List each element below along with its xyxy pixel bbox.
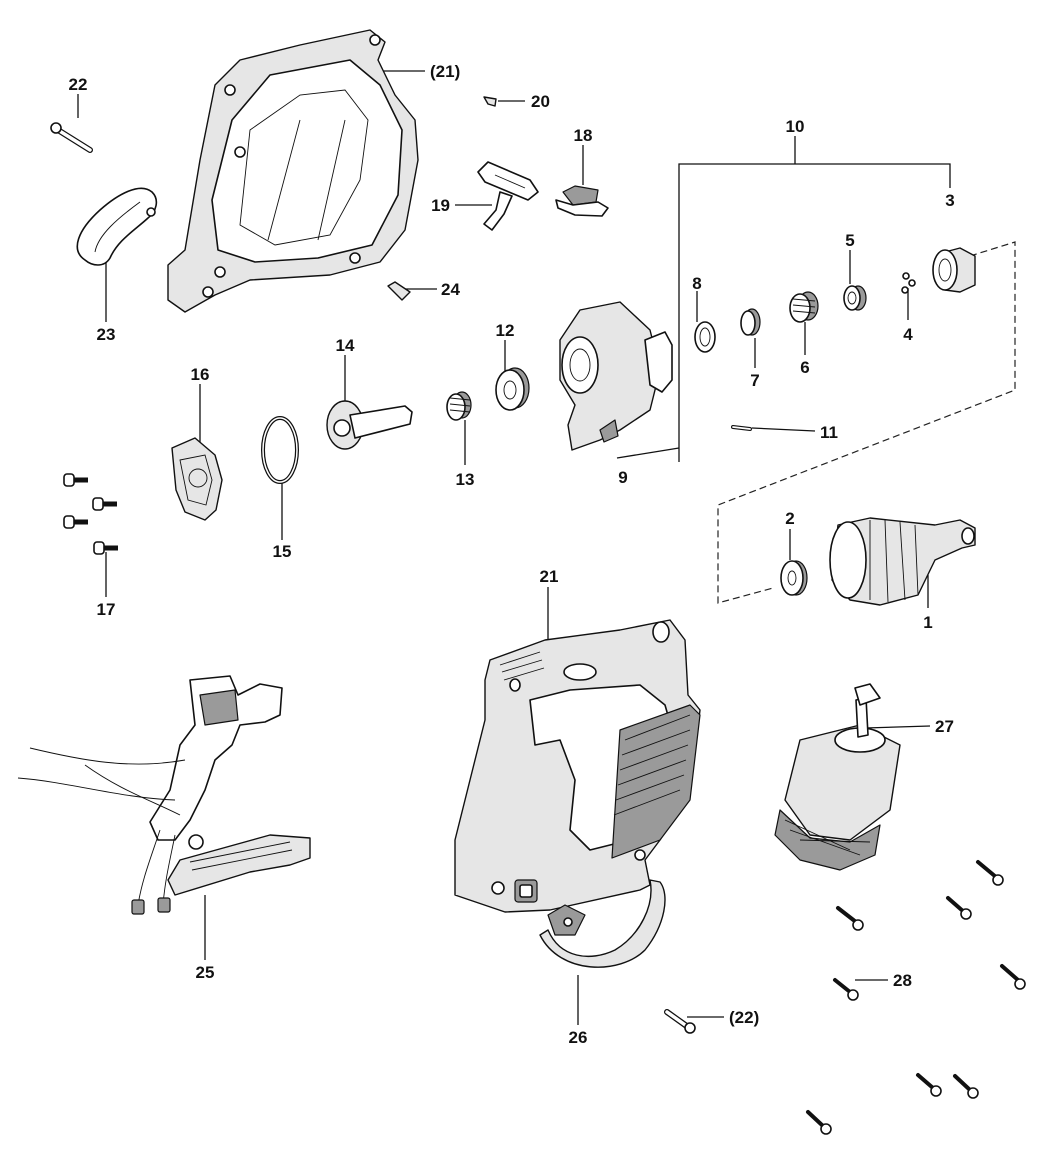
label-21-ref: (21) bbox=[430, 62, 460, 81]
label-16: 16 bbox=[191, 365, 210, 384]
part-3-sleeve bbox=[932, 247, 976, 293]
part-8-washer bbox=[694, 321, 716, 353]
label-14: 14 bbox=[336, 336, 355, 355]
label-1: 1 bbox=[923, 613, 932, 632]
label-13: 13 bbox=[456, 470, 475, 489]
label-26: 26 bbox=[569, 1028, 588, 1047]
label-21: 21 bbox=[540, 567, 559, 586]
part-7-ring bbox=[740, 308, 761, 336]
part-13-spring bbox=[446, 391, 472, 421]
label-5: 5 bbox=[845, 231, 854, 250]
part-19-lever bbox=[477, 161, 539, 231]
label-25: 25 bbox=[196, 963, 215, 982]
label-12: 12 bbox=[496, 321, 515, 340]
part-17-screws bbox=[63, 473, 118, 555]
part-18-switch-block bbox=[555, 185, 609, 217]
part-4-balls bbox=[901, 272, 916, 294]
part-22-ref-pin bbox=[664, 1009, 696, 1034]
part-5-ring bbox=[843, 285, 867, 311]
part-2-washer bbox=[780, 560, 808, 596]
label-3: 3 bbox=[945, 191, 954, 210]
part-27-motor bbox=[774, 683, 901, 871]
assembly-dashed-lines bbox=[717, 241, 1016, 604]
label-15: 15 bbox=[273, 542, 292, 561]
part-9-gear-housing bbox=[559, 301, 673, 451]
part-25-switch-assembly bbox=[17, 675, 311, 915]
label-20: 20 bbox=[531, 92, 550, 111]
label-7: 7 bbox=[750, 371, 759, 390]
label-9: 9 bbox=[618, 468, 627, 487]
label-10: 10 bbox=[786, 117, 805, 136]
label-23: 23 bbox=[97, 325, 116, 344]
part-21-housing-half bbox=[167, 29, 419, 313]
part-14-shaft bbox=[326, 400, 413, 450]
label-11: 11 bbox=[820, 423, 838, 442]
part-26-hook bbox=[539, 879, 666, 968]
leader-lines bbox=[77, 70, 951, 1025]
label-27: 27 bbox=[935, 717, 954, 736]
label-2: 2 bbox=[785, 509, 794, 528]
part-28-screws bbox=[806, 860, 1026, 1135]
callout-labels: 22 (21) 20 18 10 19 3 5 8 24 4 23 12 14 … bbox=[69, 62, 955, 1047]
label-18: 18 bbox=[574, 126, 593, 145]
label-22: 22 bbox=[69, 75, 88, 94]
part-1-nose-cone bbox=[829, 517, 976, 606]
label-28: 28 bbox=[893, 971, 912, 990]
part-15-o-ring bbox=[261, 416, 299, 484]
part-22-pin bbox=[50, 122, 93, 153]
label-4: 4 bbox=[903, 325, 913, 344]
part-24-block bbox=[387, 281, 411, 301]
part-12-bearing bbox=[495, 367, 530, 411]
part-23-belt-clip bbox=[76, 187, 158, 266]
label-6: 6 bbox=[800, 358, 809, 377]
part-21-main-housing bbox=[454, 619, 701, 913]
part-16-module bbox=[171, 437, 223, 521]
part-6-spring bbox=[789, 291, 819, 323]
label-19: 19 bbox=[431, 196, 450, 215]
label-8: 8 bbox=[692, 274, 701, 293]
label-17: 17 bbox=[97, 600, 116, 619]
part-20-clip bbox=[483, 96, 497, 107]
part-11-pin bbox=[731, 425, 752, 431]
label-22-ref: (22) bbox=[729, 1008, 759, 1027]
label-24: 24 bbox=[441, 280, 460, 299]
